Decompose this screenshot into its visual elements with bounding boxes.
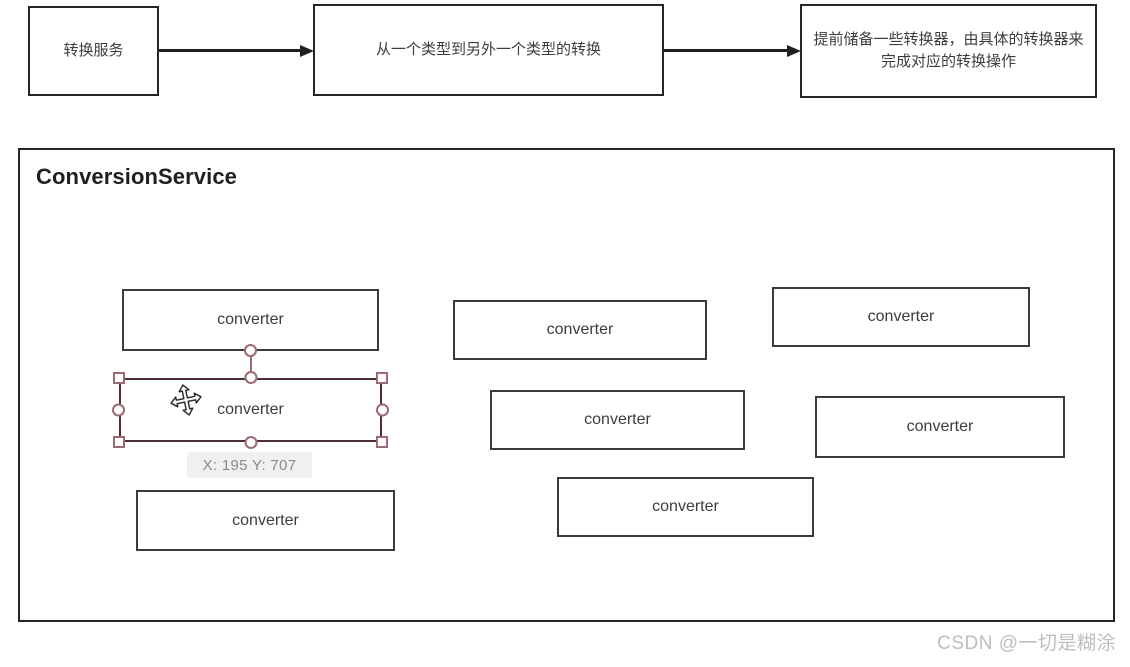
converter-box[interactable]: converter — [815, 396, 1065, 458]
arrow-shaft — [664, 49, 788, 52]
arrow-head — [787, 45, 801, 57]
connector-endpoint-handle[interactable] — [244, 344, 257, 357]
arrow-shaft — [159, 49, 301, 52]
resize-handle-bottom-left[interactable] — [113, 436, 125, 448]
coordinate-tooltip: X: 195 Y: 707 — [187, 452, 312, 478]
conversion-service-title: ConversionService — [36, 164, 238, 189]
connection-handle-bottom[interactable] — [244, 436, 257, 449]
flow-box-type-conversion[interactable]: 从一个类型到另外一个类型的转换 — [313, 4, 664, 96]
arrow-right-icon — [664, 45, 801, 57]
flow-box-conversion-service[interactable]: 转换服务 — [28, 6, 159, 96]
resize-handle-top-right[interactable] — [376, 372, 388, 384]
converter-box[interactable]: converter — [122, 289, 379, 351]
selected-converter-box[interactable]: converter — [119, 378, 382, 442]
watermark-label: CSDN @一切是糊涂 — [937, 633, 1116, 654]
connection-handle-right[interactable] — [376, 403, 389, 417]
flow-box-converter-pool[interactable]: 提前储备一些转换器，由具体的转换器来完成对应的转换操作 — [800, 4, 1097, 98]
converter-box[interactable]: converter — [136, 490, 395, 551]
move-cursor-icon — [168, 382, 204, 418]
converter-box[interactable]: converter — [453, 300, 707, 360]
arrow-right-icon — [159, 45, 314, 57]
resize-handle-top-left[interactable] — [113, 372, 125, 384]
connector-line — [250, 351, 252, 379]
connection-handle-left[interactable] — [112, 403, 125, 417]
arrow-head — [300, 45, 314, 57]
connection-handle-top[interactable] — [244, 371, 257, 384]
resize-handle-bottom-right[interactable] — [376, 436, 388, 448]
converter-box[interactable]: converter — [490, 390, 745, 450]
selected-converter-group[interactable]: converter — [112, 371, 389, 449]
converter-box[interactable]: converter — [772, 287, 1030, 347]
converter-box[interactable]: converter — [557, 477, 814, 537]
